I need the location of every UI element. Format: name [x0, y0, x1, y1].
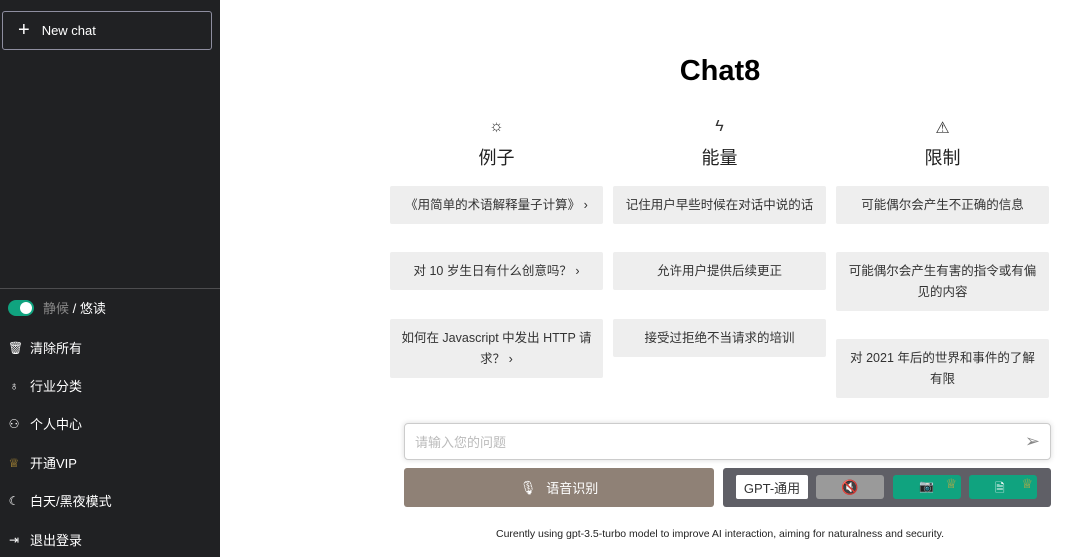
example-card[interactable]: 对 10 岁生日有什么创意吗？ › — [390, 252, 603, 290]
logout-icon: ⇥ — [8, 532, 20, 547]
toggle-label-a: 静候 — [43, 301, 70, 316]
menu-industry[interactable]: ♁ 行业分类 — [8, 376, 83, 395]
limitation-card: 可能偶尔会产生有害的指令或有偏见的内容 — [836, 252, 1049, 311]
mute-button[interactable]: 🔇 — [816, 475, 884, 499]
camera-icon: 📷 — [919, 479, 934, 493]
model-select-button[interactable]: GPT-通用 — [736, 475, 808, 499]
bolt-icon: ϟ — [715, 118, 724, 135]
example-card[interactable]: 如何在 Javascript 中发出 HTTP 请求？ › — [390, 319, 603, 378]
menu-label: 个人中心 — [30, 417, 83, 432]
capability-card: 记住用户早些时候在对话中说的话 — [613, 186, 826, 224]
menu-label: 白天/黑夜模式 — [30, 494, 112, 509]
crown-icon: ♕ — [945, 476, 957, 491]
main: Chat8 ☼ 例子 《用简单的术语解释量子计算》 › 对 10 岁生日有什么创… — [220, 0, 1080, 557]
page-title: Chat8 — [679, 55, 761, 87]
toolbar: GPT-通用 🔇 📷♕ 🗎♕ — [723, 468, 1051, 507]
column-capabilities: ϟ 能量 记住用户早些时候在对话中说的话 允许用户提供后续更正 接受过拒绝不当请… — [613, 118, 826, 357]
voice-recognition-button[interactable]: 🎙 语音识别 — [404, 468, 714, 507]
send-icon[interactable]: ➢ — [1024, 431, 1040, 451]
sun-icon: ☼ — [489, 118, 504, 135]
capability-card: 允许用户提供后续更正 — [613, 252, 826, 290]
crown-icon: ♕ — [8, 455, 20, 470]
example-card[interactable]: 《用简单的术语解释量子计算》 › — [390, 186, 603, 224]
column-heading: 例子 — [478, 148, 515, 168]
menu-theme[interactable]: ☾ 白天/黑夜模式 — [8, 491, 112, 510]
plus-icon: + — [18, 19, 30, 41]
speaker-muted-icon: 🔇 — [841, 478, 859, 495]
tie-icon: ♁ — [9, 378, 19, 393]
camera-button[interactable]: 📷♕ — [893, 475, 961, 499]
warning-icon: ⚠ — [935, 120, 950, 137]
menu-logout[interactable]: ⇥ 退出登录 — [8, 530, 82, 549]
question-input[interactable]: 请输入您的问题 ➢ — [404, 423, 1051, 460]
users-icon: ⚇ — [8, 416, 20, 431]
toggle-label-b: 悠读 — [79, 301, 106, 316]
new-chat-label: New chat — [41, 23, 96, 38]
input-placeholder: 请输入您的问题 — [415, 435, 507, 450]
menu-label: 开通VIP — [30, 456, 77, 471]
column-heading: 限制 — [924, 148, 961, 168]
column-limitations: ⚠ 限制 可能偶尔会产生不正确的信息 可能偶尔会产生有害的指令或有偏见的内容 对… — [836, 118, 1049, 398]
capability-card: 接受过拒绝不当请求的培训 — [613, 319, 826, 357]
voice-label: 语音识别 — [546, 481, 599, 496]
trash-icon: 🗑 — [8, 340, 24, 355]
menu-label: 退出登录 — [30, 533, 83, 548]
limitation-card: 可能偶尔会产生不正确的信息 — [836, 186, 1049, 224]
sidebar: + New chat 静候 / 悠读 🗑 清除所有 ♁ 行业分类 ⚇ 个人中心 ♕ 开通V… — [0, 0, 220, 557]
moon-icon: ☾ — [8, 493, 20, 508]
pdf-button[interactable]: 🗎♕ — [969, 475, 1037, 499]
pdf-icon: 🗎 — [995, 481, 1005, 495]
footer-note: Curently using gpt-3.5-turbo model to im… — [495, 528, 945, 540]
microphone-icon: 🎙 — [519, 479, 537, 495]
menu-clear-all[interactable]: 🗑 清除所有 — [8, 338, 82, 357]
menu-label: 清除所有 — [30, 341, 83, 356]
mode-toggle-row: 静候 / 悠读 — [8, 298, 106, 317]
menu-label: 行业分类 — [30, 379, 83, 394]
column-examples: ☼ 例子 《用简单的术语解释量子计算》 › 对 10 岁生日有什么创意吗？ › … — [390, 118, 603, 378]
column-heading: 能量 — [701, 148, 738, 168]
limitation-card: 对 2021 年后的世界和事件的了解有限 — [836, 339, 1049, 398]
crown-icon: ♕ — [1021, 476, 1033, 491]
mode-toggle[interactable] — [8, 299, 34, 316]
toggle-sep: / — [69, 301, 80, 316]
divider — [0, 288, 220, 289]
menu-vip[interactable]: ♕ 开通VIP — [8, 453, 77, 472]
new-chat-button[interactable]: + New chat — [2, 11, 212, 50]
menu-profile[interactable]: ⚇ 个人中心 — [8, 414, 82, 433]
